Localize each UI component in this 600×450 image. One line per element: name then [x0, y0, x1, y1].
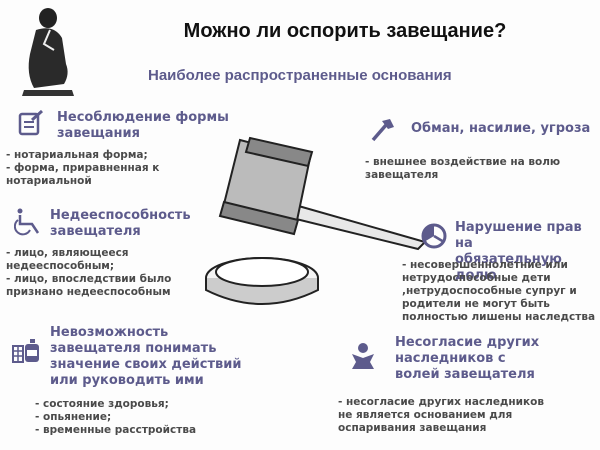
body-line: - нотариальная форма; — [6, 149, 148, 161]
body-line: нетрудоспособные дети — [402, 272, 551, 284]
heading-line: Несогласие других — [395, 335, 540, 350]
gavel-illustration — [205, 136, 427, 305]
body-line: признано недееспособным — [6, 286, 171, 298]
body-line: завещателя — [365, 169, 439, 181]
body-line: - лицо, являющееся — [6, 247, 129, 259]
heading-line: Невозможность — [50, 325, 169, 340]
body-line: - состояние здоровья; — [35, 398, 169, 410]
heading-line: завещателя — [50, 224, 141, 239]
body-line: нотариальной — [6, 175, 92, 187]
heading-line: Несоблюдение формы — [57, 110, 229, 125]
body-line: родители не могут быть — [402, 298, 550, 310]
page-subtitle: Наиболее распространенные основания — [148, 67, 452, 84]
body-line: полностью лишены наследства — [402, 311, 596, 323]
heading-line: обязательную долю — [455, 252, 562, 283]
thinker-figure-icon — [22, 8, 74, 96]
section-body: - нотариальная форма;- форма, приравненн… — [6, 149, 159, 188]
heading-line: или руководить ими — [50, 373, 204, 388]
body-line: оспаривания завещания — [338, 422, 487, 434]
heirs-icon — [352, 343, 374, 369]
pie-chart-icon — [421, 223, 447, 249]
heading-line: завещания — [57, 126, 140, 141]
document-edit-icon — [18, 110, 44, 136]
page-title: Можно ли оспорить завещание? — [183, 20, 507, 42]
section-body: - состояние здоровья;- опьянение;- време… — [35, 398, 196, 437]
heading-line: Недееспособность — [50, 208, 191, 223]
body-line: - несогласие других наследников — [338, 396, 545, 408]
body-line: - лицо, впоследствии было — [6, 273, 172, 285]
body-line: - несовершеннолетние или — [402, 259, 568, 271]
heading-line: значение своих действий — [50, 357, 242, 372]
heading-line: Нарушение прав на — [455, 220, 582, 251]
heading-line: волей завещателя — [395, 367, 535, 382]
body-line: не является основанием для — [338, 409, 513, 421]
body-line: - временные расстройства — [35, 424, 197, 436]
body-line: - внешнее воздействие на волю — [365, 156, 561, 168]
body-line: недееспособным; — [6, 260, 115, 272]
heading-line: Обман, насилие, угроза — [411, 121, 591, 136]
medicine-icon — [12, 339, 39, 363]
axe-icon — [371, 119, 394, 142]
section-heading: Обман, насилие, угроза — [411, 121, 590, 137]
body-line: - форма, приравненная к — [6, 162, 160, 174]
heading-line: наследников с — [395, 351, 506, 366]
body-line: - опьянение; — [35, 411, 112, 423]
heading-line: завещателя понимать — [50, 341, 217, 356]
wheelchair-icon — [14, 208, 40, 236]
body-line: ,нетрудоспособные супруг и — [402, 285, 577, 297]
